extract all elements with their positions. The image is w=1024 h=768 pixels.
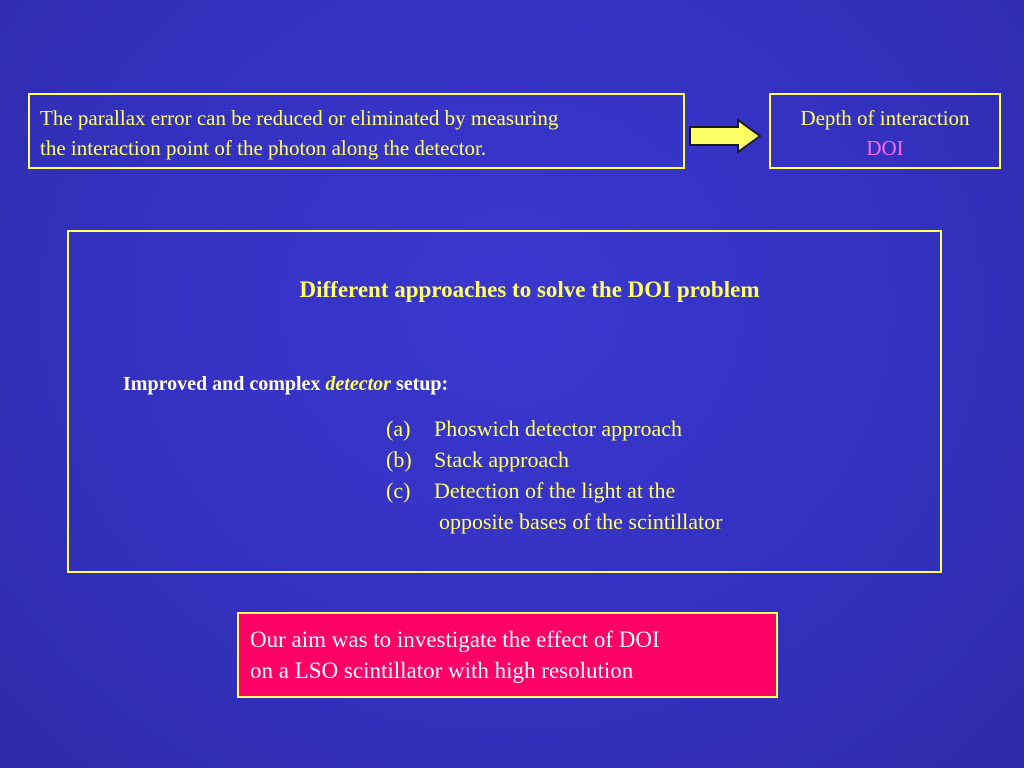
setup-heading: Improved and complex detector setup: <box>123 372 448 396</box>
approach-text: Phoswich detector approach <box>434 416 683 441</box>
setup-prefix: Improved and complex <box>123 373 326 395</box>
doi-acronym: DOI <box>866 136 904 160</box>
parallax-line-1: The parallax error can be reduced or eli… <box>40 106 559 130</box>
parallax-text-box: The parallax error can be reduced or eli… <box>28 93 685 169</box>
right-arrow-icon <box>689 118 762 154</box>
approach-letter: (c) <box>386 478 411 503</box>
aim-box: Our aim was to investigate the effect of… <box>237 612 778 698</box>
approach-text: Stack approach <box>434 447 569 472</box>
approach-item-b: (b) Stack approach <box>386 444 723 475</box>
approach-list: (a) Phoswich detector approach (b) Stack a… <box>386 413 723 537</box>
parallax-line-2: the interaction point of the photon alon… <box>40 136 487 160</box>
approach-text: Detection of the light at the <box>434 478 676 503</box>
aim-line-2: on a LSO scintillator with high resoluti… <box>250 658 634 683</box>
approach-letter: (a) <box>386 416 411 441</box>
doi-box: Depth of interaction DOI <box>769 93 1001 169</box>
approaches-title: Different approaches to solve the DOI pr… <box>299 277 760 302</box>
approach-item-a: (a) Phoswich detector approach <box>386 413 723 444</box>
aim-line-1: Our aim was to investigate the effect of… <box>250 627 660 652</box>
approach-item-c: (c) Detection of the light at the <box>386 475 723 506</box>
approach-item-c-continuation: opposite bases of the scintillator <box>439 509 723 534</box>
setup-emphasis: detector <box>325 373 391 395</box>
setup-suffix: setup: <box>390 373 449 395</box>
approaches-box: Different approaches to solve the DOI pr… <box>67 230 942 573</box>
doi-label: Depth of interaction <box>800 106 970 130</box>
approach-letter: (b) <box>386 447 412 472</box>
